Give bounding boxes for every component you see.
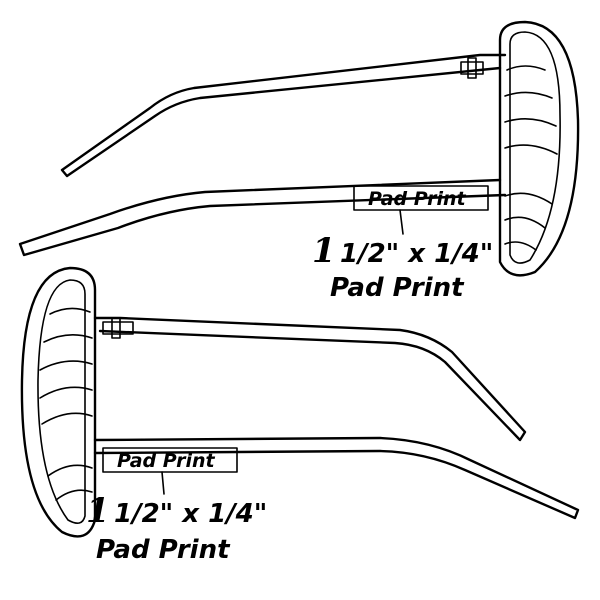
bottom-pad-print-box-label: Pad Print — [117, 450, 215, 472]
top-hinge — [460, 57, 484, 79]
top-shutter-lens — [498, 20, 580, 277]
top-pad-print-box-label: Pad Print — [368, 188, 466, 210]
top-leader-line — [399, 209, 404, 235]
bottom-sunglasses-side-view: Pad Print 1 1/2" x 1/4" Pad Print — [20, 266, 580, 565]
top-dimension-text: 1/2" x 1/4" — [340, 239, 493, 269]
bottom-dimension-text: 1/2" x 1/4" — [114, 499, 267, 529]
bottom-temple-arm — [93, 316, 580, 520]
bottom-dimension-caption: Pad Print — [96, 535, 231, 565]
bottom-shutter-lens — [20, 266, 97, 538]
top-sunglasses-side-view: Pad Print 1 1/2" x 1/4" Pad Print — [18, 20, 580, 303]
bottom-hinge — [102, 317, 134, 339]
bottom-dimension-one: 1 — [86, 491, 110, 531]
top-pad-print-box — [353, 185, 489, 211]
top-temple-arm — [18, 53, 507, 257]
top-dimension-caption: Pad Print — [330, 273, 465, 303]
bottom-pad-print-box — [102, 447, 238, 473]
top-dimension-one: 1 — [312, 231, 336, 271]
bottom-leader-line — [161, 471, 165, 495]
